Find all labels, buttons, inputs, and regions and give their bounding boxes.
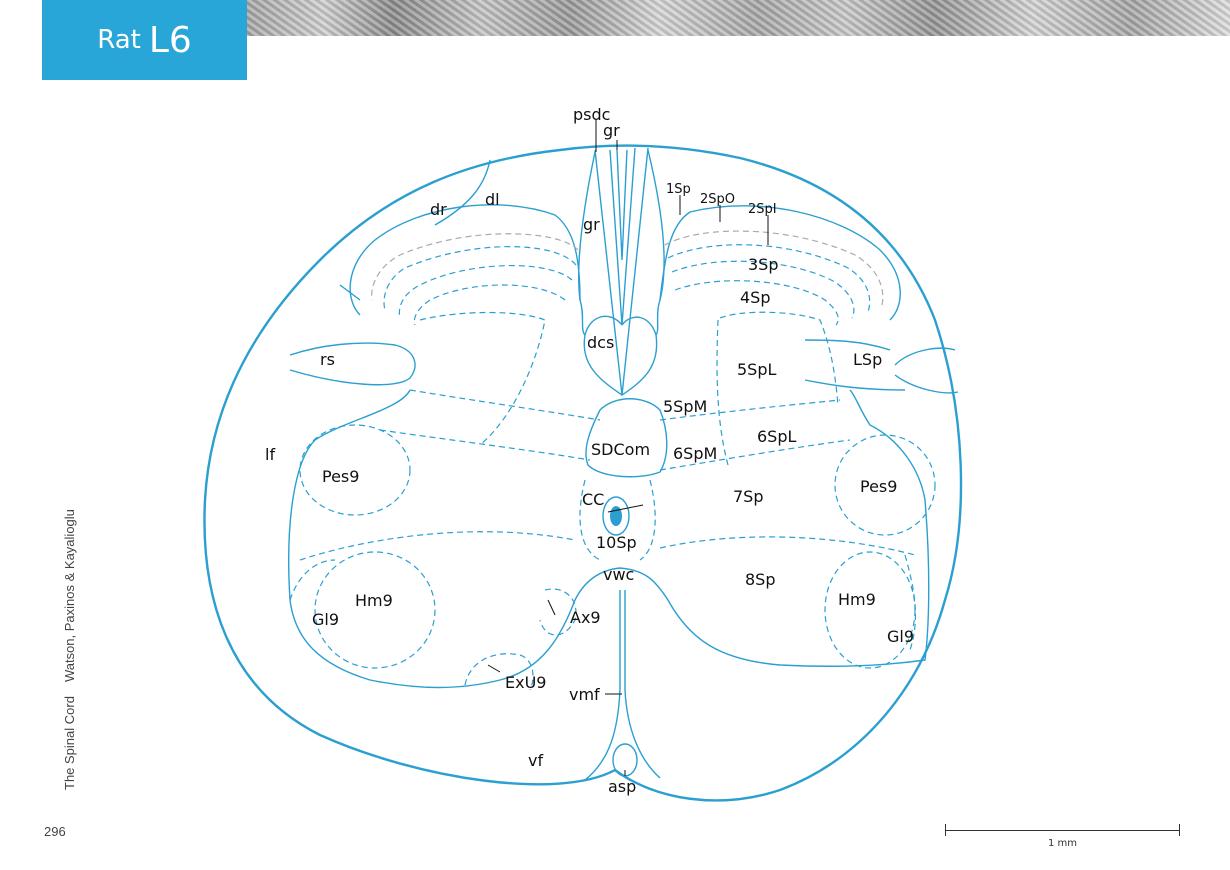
spinal-level-label: L6 — [148, 19, 192, 61]
book-authors: Watson, Paxinos & Kayalioglu — [62, 509, 77, 683]
dorsal-corticospinal-tract — [583, 315, 658, 396]
label-sdcom: SDCom — [591, 440, 650, 459]
section-photo-strip — [245, 0, 1230, 36]
label-hm9-left: Hm9 — [355, 591, 393, 610]
species-label: Rat — [97, 25, 141, 55]
section-level-tab: Rat L6 — [42, 0, 247, 80]
label-4sp: 4Sp — [740, 288, 771, 307]
label-8sp: 8Sp — [745, 570, 776, 589]
label-dl: dl — [485, 190, 500, 209]
left-hm9-nucleus — [314, 551, 436, 669]
label-cc: CC — [582, 490, 604, 509]
right-dorsal-horn-outline — [659, 205, 901, 321]
label-7sp: 7Sp — [733, 487, 764, 506]
book-credit: The Spinal Cord Watson, Paxinos & Kayalio… — [62, 509, 77, 790]
label-6spm: 6SpM — [673, 444, 717, 463]
label-exu9: ExU9 — [505, 673, 546, 692]
label-psdc: psdc — [573, 105, 610, 124]
label-vmf: vmf — [569, 685, 600, 704]
label-5spl: 5SpL — [737, 360, 776, 379]
page-number: 296 — [44, 824, 66, 839]
label-gr-top: gr — [603, 121, 620, 140]
right-hm9-nucleus — [824, 551, 916, 669]
label-dcs: dcs — [587, 333, 614, 352]
label-1sp: 1Sp — [666, 182, 691, 197]
label-3sp: 3Sp — [748, 255, 779, 274]
label-lsp: LSp — [853, 350, 882, 369]
label-gl9-left: Gl9 — [312, 610, 339, 629]
label-2spo: 2SpO — [700, 192, 735, 207]
central-canal-ring — [602, 496, 630, 536]
left-pes9-nucleus — [299, 424, 411, 516]
label-rs: rs — [320, 350, 335, 369]
ax9-nucleus — [539, 588, 577, 636]
label-10sp: 10Sp — [596, 533, 637, 552]
central-canal — [610, 506, 622, 526]
label-vf: vf — [528, 751, 543, 770]
label-5spm: 5SpM — [663, 397, 707, 416]
label-gr: gr — [583, 215, 600, 234]
right-pes9-nucleus — [834, 434, 936, 536]
label-gl9-right: Gl9 — [887, 627, 914, 646]
book-title: The Spinal Cord — [62, 696, 77, 790]
label-2spi: 2SpI — [748, 202, 777, 217]
label-pes9-right: Pes9 — [860, 477, 897, 496]
cord-outline — [203, 144, 963, 802]
scale-bar-label: 1 mm — [1047, 838, 1078, 849]
sdcom-region — [585, 398, 668, 478]
label-6spl: 6SpL — [757, 427, 796, 446]
dorsal-median-fissure — [594, 147, 649, 396]
left-dorsal-horn-outline — [349, 204, 581, 316]
label-ax9: Ax9 — [570, 608, 601, 627]
label-pes9-left: Pes9 — [322, 467, 359, 486]
label-asp: asp — [608, 777, 636, 796]
label-lf: lf — [265, 445, 275, 464]
scale-bar: 1 mm — [945, 820, 1180, 860]
label-hm9-right: Hm9 — [838, 590, 876, 609]
label-vwc: vwc — [603, 565, 634, 584]
label-dr: dr — [430, 200, 447, 219]
